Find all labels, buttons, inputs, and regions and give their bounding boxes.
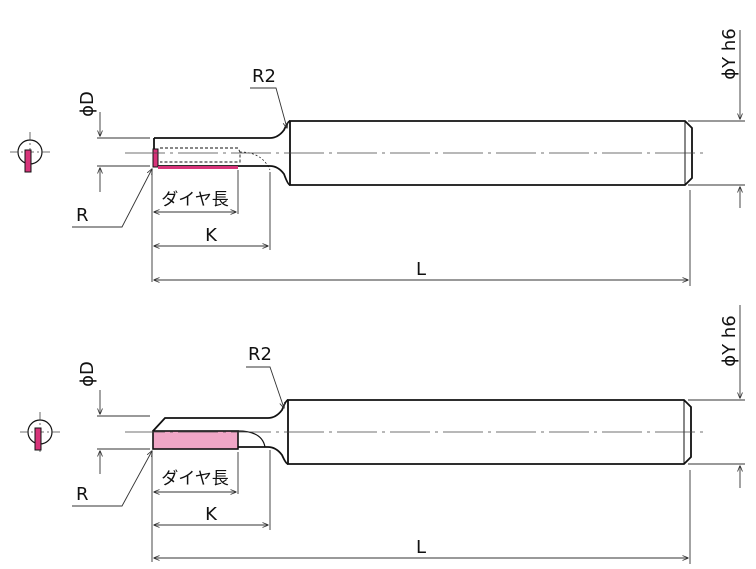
dimensions-top (72, 30, 745, 286)
dimensions-bottom (72, 305, 745, 564)
l-label: L (416, 537, 426, 558)
labels-bottom: ϕD ϕY h6 R2 R ダイヤ長 K L (76, 315, 740, 558)
tool-view-bottom (20, 399, 708, 465)
diamond-length-label: ダイヤ長 (161, 190, 229, 210)
r-label: R (76, 205, 89, 226)
cutter-end-view-icon (10, 132, 50, 173)
k-label: K (205, 225, 218, 246)
y-label: ϕY h6 (719, 28, 740, 79)
tool-view-top (10, 120, 708, 186)
diamond-tip-top (152, 148, 238, 169)
d-label: ϕD (77, 361, 98, 387)
diamond-tip-bottom (152, 430, 239, 450)
r-label: R (76, 484, 89, 505)
r2-label: R2 (252, 66, 276, 87)
l-label: L (416, 259, 426, 280)
labels-top: ϕD ϕY h6 R2 R ダイヤ長 K L (76, 28, 740, 280)
cutter-end-view-icon (20, 412, 60, 452)
neck-bottom (152, 399, 289, 465)
k-label: K (205, 504, 218, 525)
d-label: ϕD (77, 91, 98, 117)
diamond-length-label: ダイヤ長 (161, 469, 229, 489)
y-label: ϕY h6 (719, 315, 740, 366)
r2-label: R2 (248, 344, 272, 365)
